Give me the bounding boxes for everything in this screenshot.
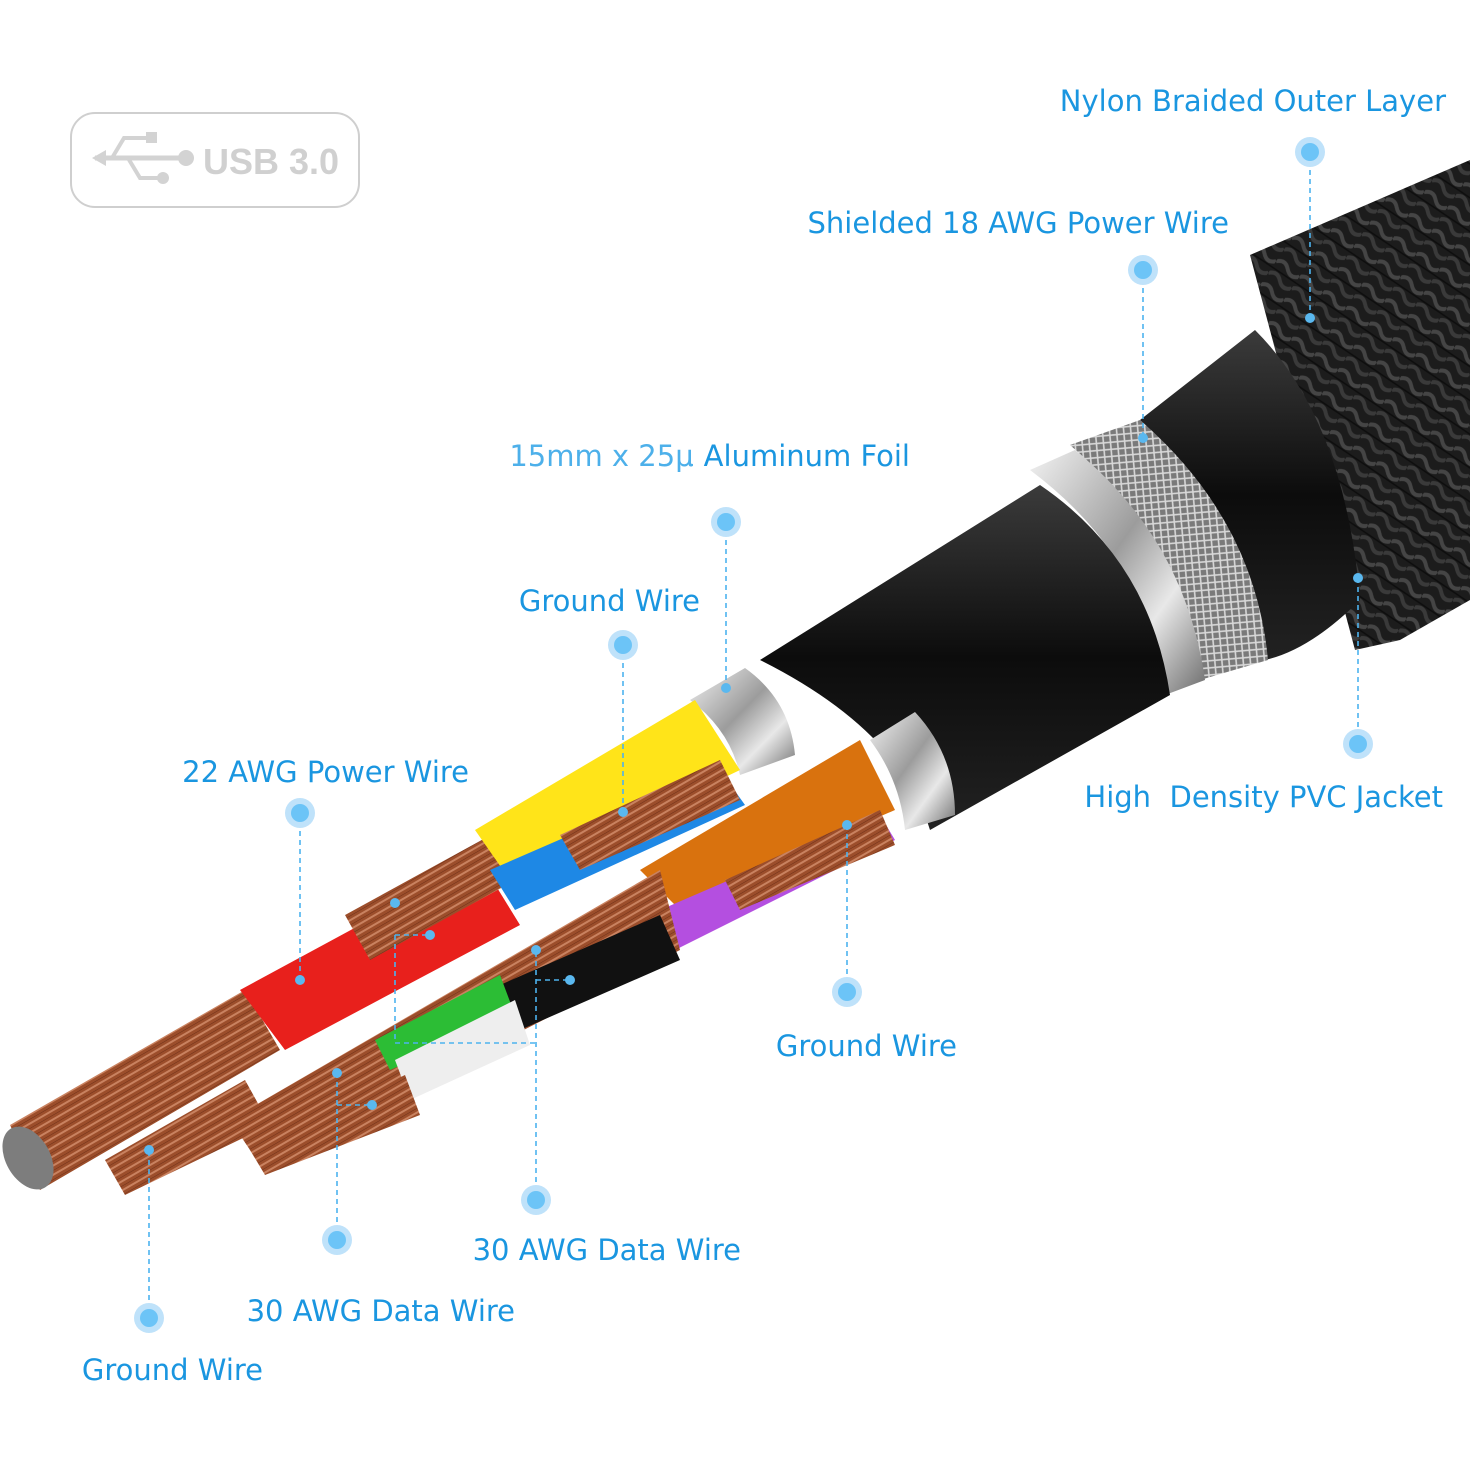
marker-data-wire-left <box>322 1225 352 1255</box>
white-insulation <box>395 1000 530 1100</box>
marker-data-wire-right <box>521 1185 551 1215</box>
bare-ground-wire-large-end <box>2 1126 54 1190</box>
marker-nylon-braided <box>1295 137 1325 167</box>
label-nylon-braided-outer-layer: Nylon Braided Outer Layer <box>1060 84 1446 118</box>
anchor-data-wire-right-2 <box>565 975 575 985</box>
label-ground-wire-top: Ground Wire <box>519 584 700 618</box>
callout-labels: Nylon Braided Outer Layer Shielded 18 AW… <box>82 84 1446 1387</box>
wire-bundle <box>2 700 895 1195</box>
label-high-density-pvc-jacket: High Density PVC Jacket <box>1084 780 1443 814</box>
label-30awg-data-wire-left: 30 AWG Data Wire <box>247 1294 515 1328</box>
anchor-data-wire-right-4 <box>425 930 435 940</box>
leader-data-wire-left <box>336 1073 372 1240</box>
anchor-ground-wire-top <box>618 807 628 817</box>
orange-conductor <box>725 810 895 910</box>
label-aluminum-foil-dimension: 15mm x 25μ <box>509 439 693 473</box>
marker-ground-wire-mid <box>832 977 862 1007</box>
anchor-dots <box>144 313 1363 1155</box>
anchor-ground-wire-mid <box>842 820 852 830</box>
pvc-jacket-ring <box>1140 330 1360 660</box>
marker-22awg-power <box>285 798 315 828</box>
aluminum-foil-ring <box>1030 450 1205 695</box>
label-30awg-data-wire-right: 30 AWG Data Wire <box>473 1233 741 1267</box>
bare-ground-wire-small <box>105 1080 270 1195</box>
yellow-insulation <box>475 700 740 880</box>
anchor-data-wire-left-1 <box>332 1068 342 1078</box>
label-22awg-power-wire: 22 AWG Power Wire <box>182 755 469 789</box>
cable-body <box>690 160 1470 830</box>
marker-pvc-jacket <box>1343 729 1373 759</box>
label-ground-wire-bottom: Ground Wire <box>82 1353 263 1387</box>
marker-aluminum-foil <box>711 507 741 537</box>
anchor-data-wire-left-2 <box>367 1100 377 1110</box>
anchor-22awg-power <box>295 975 305 985</box>
label-shielded-18awg-power-wire: Shielded 18 AWG Power Wire <box>808 206 1229 240</box>
red-power-conductor <box>345 830 525 960</box>
label-aluminum-foil: 15mm x 25μ Aluminum Foil <box>509 439 910 473</box>
label-aluminum-foil-name: Aluminum Foil <box>704 439 910 473</box>
usb-trident-icon <box>92 132 194 184</box>
inner-bundle-jacket <box>760 485 1170 830</box>
usb-badge-text: USB 3.0 <box>203 141 339 182</box>
marker-shielded-power <box>1128 255 1158 285</box>
black-separator <box>500 915 680 1030</box>
data-wire-conductor <box>250 1075 420 1175</box>
anchor-shielded-power <box>1138 433 1148 443</box>
yellow-conductor <box>560 760 740 870</box>
bare-ground-wire-large <box>10 990 280 1190</box>
anchor-pvc-jacket <box>1353 573 1363 583</box>
upper-pair-foil-ring <box>690 668 795 775</box>
anchor-data-wire-right-3 <box>390 898 400 908</box>
anchor-data-wire-right-1 <box>531 945 541 955</box>
anchor-nylon-braided <box>1305 313 1315 323</box>
marker-ground-wire-top <box>608 630 638 660</box>
orange-insulation <box>640 740 895 905</box>
callout-markers <box>134 137 1373 1333</box>
anchor-ground-wire-bottom <box>144 1145 154 1155</box>
braided-shield <box>1070 420 1268 680</box>
green-insulation <box>375 975 515 1070</box>
leader-lines <box>148 152 1359 1318</box>
nylon-braided-outer-layer <box>1250 160 1470 650</box>
label-ground-wire-mid: Ground Wire <box>776 1029 957 1063</box>
usb-badge: USB 3.0 <box>70 112 360 208</box>
lower-pair-foil-ring <box>870 712 955 830</box>
anchor-aluminum-foil <box>721 683 731 693</box>
marker-ground-wire-bottom <box>134 1303 164 1333</box>
